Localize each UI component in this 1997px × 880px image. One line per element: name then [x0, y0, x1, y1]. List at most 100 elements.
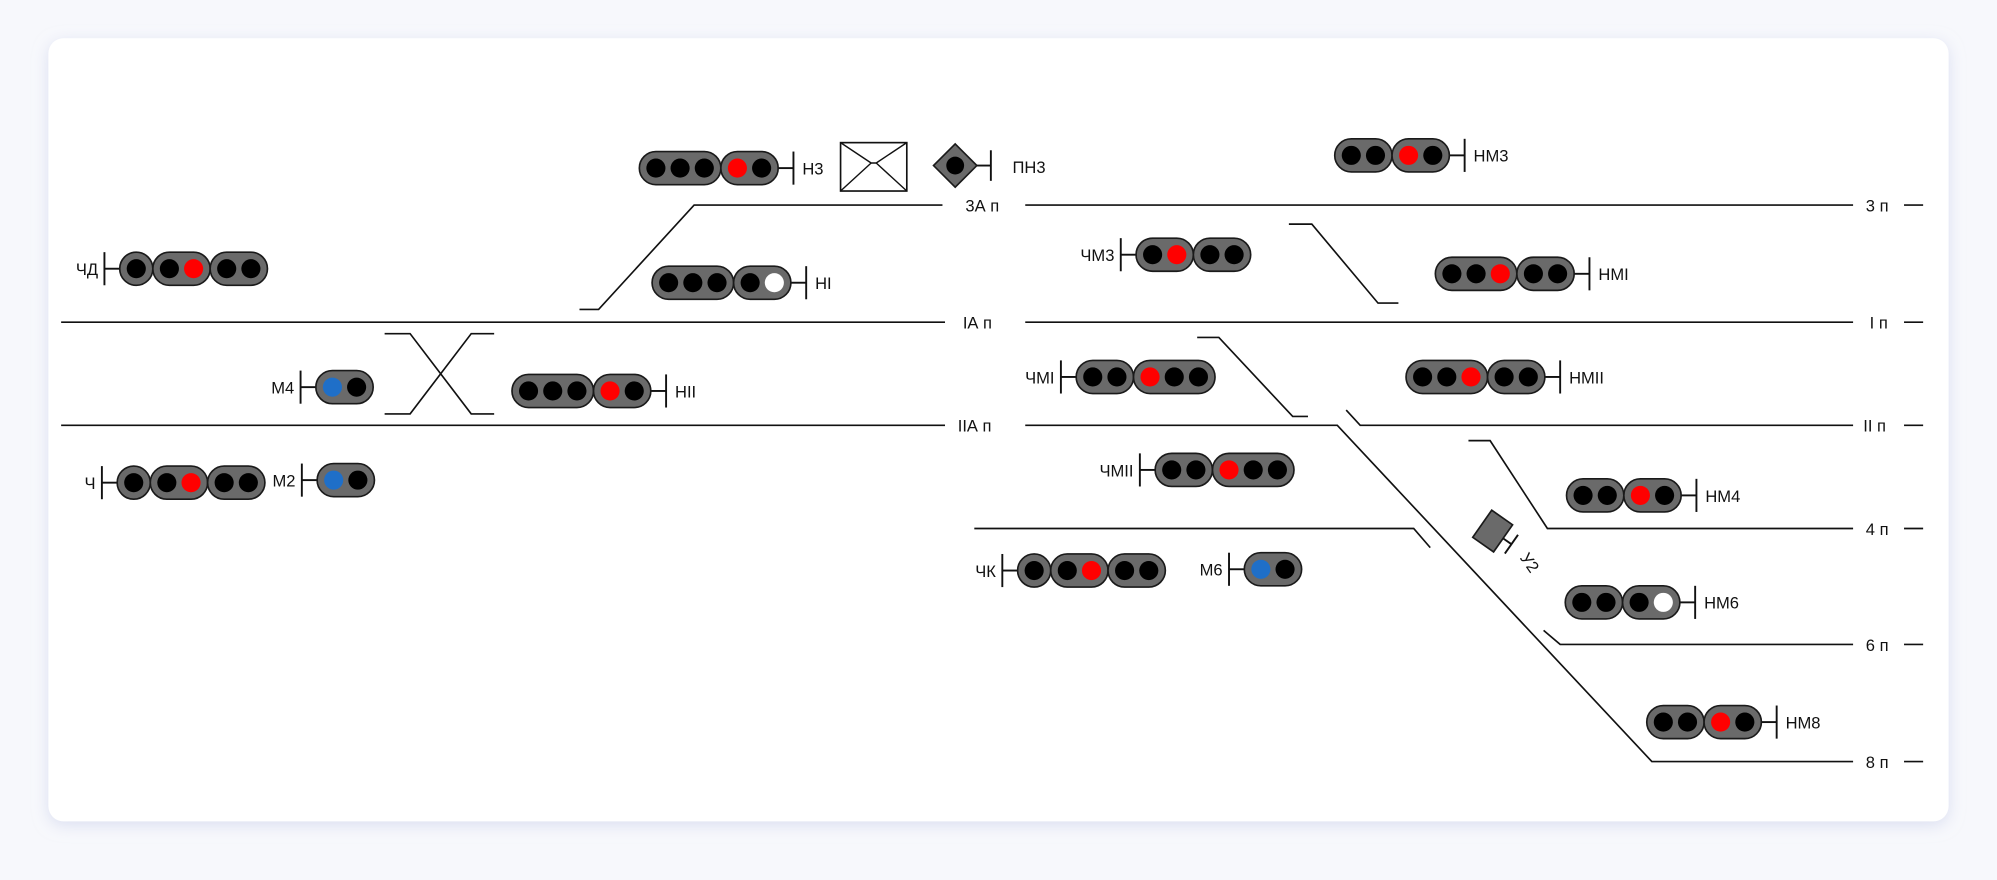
- lamp-black: [214, 473, 234, 493]
- lamp-black: [1677, 712, 1698, 732]
- lamp-red: [1219, 460, 1239, 480]
- lamp-black: [124, 473, 144, 493]
- lamp-red: [727, 158, 747, 178]
- lamp-blue: [322, 377, 342, 397]
- lamp-red: [1711, 712, 1731, 732]
- lamp-black: [1629, 592, 1649, 612]
- track-label-6: 6 п: [1866, 636, 1889, 655]
- signal-label: НМ3: [1474, 147, 1509, 166]
- signal-label: НМI: [1598, 265, 1628, 284]
- signal-chmi[interactable]: ЧМI: [1025, 359, 1216, 395]
- branch-1-2: [1197, 336, 1308, 418]
- signal-label: М6: [1200, 561, 1223, 580]
- signal-m2[interactable]: М2: [272, 462, 376, 498]
- lamp-black: [1143, 245, 1163, 265]
- lamp-black: [1494, 367, 1514, 387]
- signal-nm8[interactable]: НМ8: [1645, 704, 1821, 740]
- signal-n3[interactable]: Н3: [638, 150, 824, 186]
- lamp-black: [217, 259, 237, 279]
- signal-chm3[interactable]: ЧМ3: [1080, 237, 1252, 273]
- lamp-black: [348, 470, 368, 490]
- branch-3-1: [1288, 223, 1399, 304]
- track-label-8: 8 п: [1866, 753, 1889, 772]
- lamp-black: [646, 158, 666, 178]
- crossover-b: [384, 332, 495, 415]
- track-label-3a: 3А п: [965, 196, 999, 215]
- signal-nm6[interactable]: НМ6: [1564, 584, 1739, 620]
- lamp-red: [1461, 367, 1481, 387]
- lamp-white: [1653, 592, 1673, 612]
- signal-ni[interactable]: НI: [651, 265, 832, 301]
- lamp-black: [670, 158, 690, 178]
- lamp-black: [1224, 245, 1244, 265]
- lamp-black: [1275, 559, 1295, 579]
- signal-label: Н3: [802, 159, 823, 178]
- lamp-black: [683, 273, 703, 293]
- signal-chk[interactable]: ЧК: [975, 553, 1167, 588]
- lamp-blue: [324, 470, 344, 490]
- signal-nmii[interactable]: НМII: [1405, 359, 1604, 395]
- lamp-black: [159, 259, 179, 279]
- lamp-blue: [1251, 559, 1271, 579]
- track-k: [974, 527, 1431, 549]
- signal-ch[interactable]: Ч: [84, 465, 266, 501]
- signal-chmii[interactable]: ЧМII: [1099, 452, 1295, 488]
- signal-chd[interactable]: ЧД: [76, 251, 269, 287]
- lamp-black: [1466, 264, 1486, 284]
- signal-label: ЧМ3: [1080, 246, 1114, 265]
- lamp-black: [567, 381, 587, 401]
- lamp-red: [600, 381, 620, 401]
- signal-nm3[interactable]: НМ3: [1333, 137, 1509, 173]
- lamp-red: [1630, 485, 1650, 505]
- signal-nii[interactable]: НII: [511, 373, 696, 409]
- signal-label: НМII: [1569, 368, 1604, 387]
- lamp-black: [157, 473, 177, 493]
- signal-m4[interactable]: М4: [271, 369, 374, 405]
- lamp-red: [1490, 264, 1510, 284]
- signal-nm4[interactable]: НМ4: [1565, 478, 1741, 513]
- signal-nmi[interactable]: НМI: [1434, 256, 1629, 292]
- track-label-1: I п: [1870, 314, 1888, 333]
- lamp-black: [241, 259, 261, 279]
- track-label-3: 3 п: [1866, 196, 1889, 215]
- lamp-black: [1442, 264, 1462, 284]
- lamp-black: [1162, 460, 1182, 480]
- lamp-black: [659, 273, 679, 293]
- lamp-black: [1188, 367, 1209, 387]
- lamp-black: [126, 259, 146, 279]
- lamp-black: [1341, 145, 1361, 165]
- signal-pn3[interactable]: ПН3: [932, 142, 1046, 189]
- lamp: [946, 156, 965, 175]
- lamp-black: [1437, 367, 1457, 387]
- lamp-red: [1081, 560, 1102, 581]
- lamp-red: [1167, 245, 1187, 265]
- bar: [1504, 534, 1519, 555]
- lamp-black: [707, 273, 727, 293]
- signal-label: ЧД: [76, 260, 98, 279]
- lamp-red: [184, 259, 204, 279]
- signal-m6[interactable]: М6: [1200, 551, 1303, 587]
- lamp-black: [1597, 485, 1617, 505]
- track-label-1a: IА п: [963, 314, 992, 333]
- lamp-black: [347, 377, 367, 397]
- lamp-black: [694, 158, 714, 178]
- lamp-black: [1024, 560, 1044, 581]
- lamp-black: [1107, 367, 1127, 387]
- lamp-black: [1365, 145, 1386, 165]
- lamp-black: [1572, 592, 1592, 612]
- track-label-2: II п: [1863, 417, 1886, 436]
- lamp-black: [1653, 712, 1673, 732]
- lamp-black: [238, 473, 258, 493]
- track-3a: [579, 204, 943, 311]
- lamp-black: [752, 158, 772, 178]
- signal-u2[interactable]: [1471, 509, 1521, 558]
- tracks: 3А п 3 п IА п I п IIА п II п 4 п 6 п 8 п: [61, 196, 1924, 772]
- signal-label: ЧК: [975, 562, 996, 581]
- lamp-black: [518, 381, 539, 401]
- lamp-red: [1399, 145, 1419, 165]
- lamp-black: [1243, 460, 1263, 480]
- lamp-red: [181, 473, 201, 493]
- lamp-black: [543, 381, 563, 401]
